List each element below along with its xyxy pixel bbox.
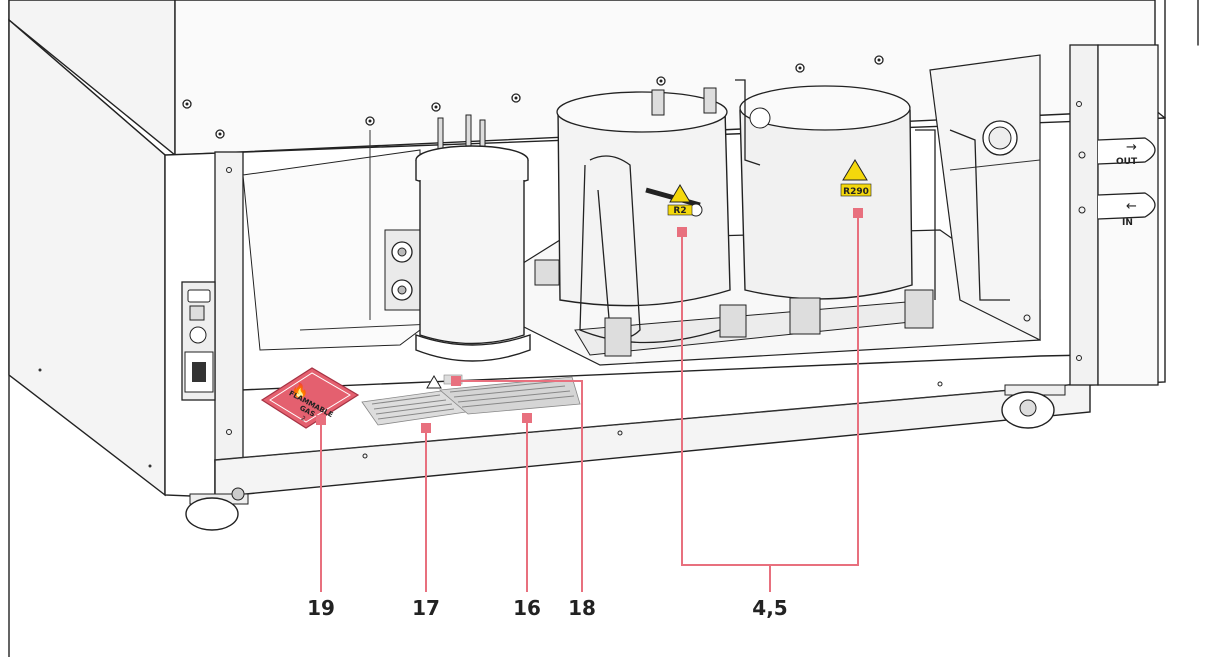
flammable-gas-label: 🔥 FLAMMABLE GAS 2 <box>260 367 360 429</box>
out-label: OUT <box>1116 157 1138 167</box>
in-arrow-icon: ← <box>1126 199 1137 214</box>
receiver-cylinder <box>415 114 531 362</box>
refrigerant-warning-left: R2 <box>667 184 693 216</box>
flame-icon: 🔥 <box>291 382 308 399</box>
callout-16: 16 <box>513 596 541 620</box>
callout-17: 17 <box>412 596 440 620</box>
water-ports: → OUT ← IN <box>982 120 1156 228</box>
callout-4-5: 4,5 <box>752 596 787 620</box>
callout-lines <box>316 208 863 592</box>
connector-panel <box>181 281 216 401</box>
caster-left <box>185 487 249 531</box>
refrigerant-label: R290 <box>843 187 869 197</box>
compressor-right <box>735 79 1010 335</box>
refrigerant-label-partial: R2 <box>673 206 686 216</box>
refrigerant-warning-right: R290 <box>840 159 872 197</box>
caster-right <box>1001 384 1066 429</box>
housing-screws <box>182 55 884 139</box>
instruction-label-16 <box>439 376 581 415</box>
callout-19: 19 <box>307 596 335 620</box>
callout-18: 18 <box>568 596 596 620</box>
out-arrow-icon: → <box>1126 140 1137 155</box>
in-label: IN <box>1122 218 1133 228</box>
flammable-class: 2 <box>300 415 307 423</box>
side-ports <box>384 229 421 311</box>
